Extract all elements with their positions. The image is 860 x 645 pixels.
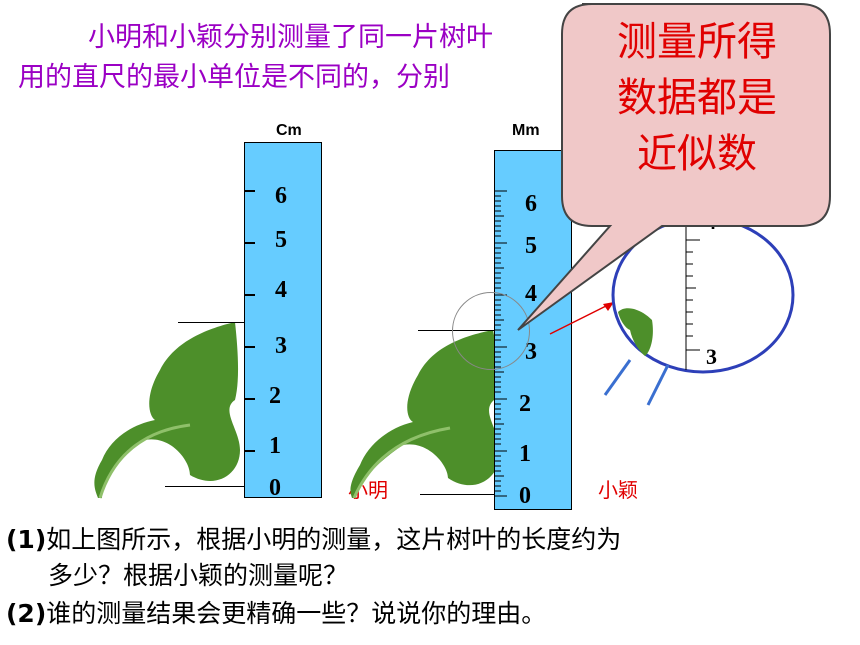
ruler-right-number: 3: [525, 339, 537, 365]
ruler-right-number: 6: [525, 191, 537, 217]
intro-line-1: 小明和小颖分别测量了同一片树叶: [88, 22, 493, 53]
question-1-continued: 多少？根据小颖的测量呢？: [48, 558, 348, 594]
label-xiaoying: 小颖: [598, 478, 638, 502]
ruler-cm: 6 5 4 3 2 1 0: [244, 142, 322, 501]
measure-line-top-left: [178, 322, 258, 323]
zoom-number-bottom: 3: [706, 344, 717, 369]
ginkgo-leaf-right: [350, 330, 500, 499]
question-2-text: 谁的测量结果会更精确一些？说说你的理由。: [46, 599, 547, 628]
question-1-number: (1): [6, 525, 47, 554]
callout-bubble: [517, 3, 831, 331]
callout-line: 数据都是: [617, 75, 777, 121]
intro-line-2: 用的直尺的最小单位是不同的，分别: [18, 62, 450, 93]
ruler-left-number: 6: [275, 183, 287, 209]
question-1: (1)如上图所示，根据小明的测量，这片树叶的长度约为: [6, 522, 621, 558]
ruler-left-number: 0: [269, 475, 281, 501]
ruler-right-number: 4: [525, 281, 537, 307]
ruler-left-number: 2: [269, 383, 281, 409]
magnifier-circle: [452, 292, 530, 370]
callout-line: 近似数: [637, 131, 757, 177]
ginkgo-leaf-left: [94, 322, 240, 499]
measure-line-bottom-left: [165, 486, 245, 487]
ruler-right-number: 5: [525, 233, 537, 259]
ruler-left-number: 5: [275, 227, 287, 253]
ruler-left-unit: Cm: [276, 122, 302, 139]
measure-line-bottom-right: [420, 494, 498, 495]
question-1-text-2: 多少？根据小颖的测量呢？: [48, 561, 349, 590]
question-1-text: 如上图所示，根据小明的测量，这片树叶的长度约为: [46, 525, 622, 554]
ruler-right-number: 1: [519, 441, 531, 467]
ruler-left-number: 1: [269, 433, 281, 459]
ruler-right-number: 2: [519, 391, 531, 417]
ruler-left-number: 4: [275, 277, 287, 303]
zoom-arrow: [549, 302, 614, 335]
question-2-number: (2): [6, 599, 47, 628]
ruler-left-number: 3: [275, 333, 287, 359]
question-2: (2)谁的测量结果会更精确一些？说说你的理由。: [6, 596, 546, 632]
ruler-right-unit: Mm: [512, 122, 540, 139]
callout-line: 测量所得: [617, 19, 777, 65]
ruler-right-number: 0: [519, 483, 531, 509]
callout-text: 测量所得 数据都是 近似数: [572, 14, 822, 182]
